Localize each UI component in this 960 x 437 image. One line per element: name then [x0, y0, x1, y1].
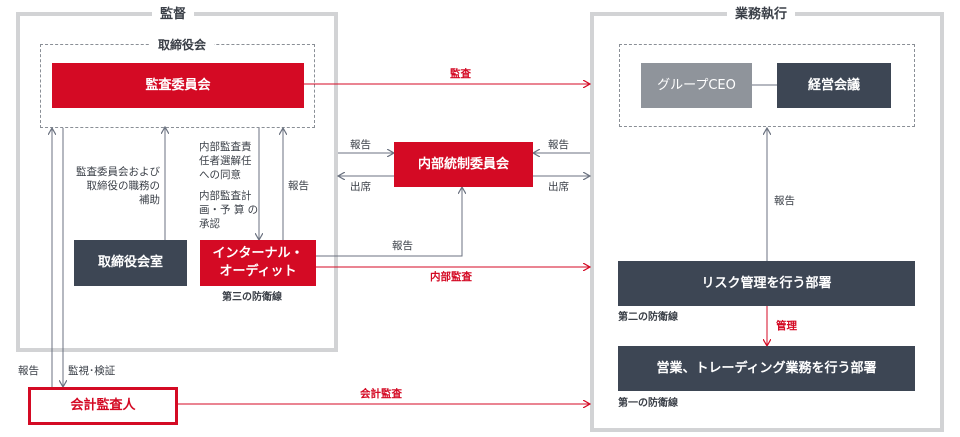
board-office-box: 取締役会室 — [74, 240, 187, 286]
internal-control-committee-box: 内部統制委員会 — [394, 142, 533, 187]
right-report-label: 報告 — [548, 139, 569, 151]
management-meeting-box: 経営会議 — [777, 63, 891, 108]
first-line-label: 第一の防衛線 — [618, 398, 678, 409]
internal-audit-flow-label: 内部監査 — [430, 271, 472, 283]
execution-title: 業務執行 — [727, 3, 796, 22]
left-report-label: 報告 — [350, 139, 371, 151]
second-line-label: 第二の防衛線 — [618, 312, 678, 323]
plan-label: 内部監査計 画・予 算 の 承認 — [199, 190, 259, 231]
consent-label: 内部監査責 任者選解任 への同意 — [199, 141, 252, 182]
accounting-auditor-box: 会計監査人 — [28, 387, 178, 425]
group-ceo-box: グループCEO — [641, 63, 752, 108]
accounting-audit-flow-label: 会計監査 — [360, 388, 402, 400]
management-label: 管理 — [776, 320, 797, 332]
supervision-title: 監督 — [152, 3, 195, 22]
right-attend-label: 出席 — [548, 181, 569, 193]
support-label: 監査委員会および 取締役の職務の 補助 — [76, 166, 160, 207]
audit-committee-box: 監査委員会 — [52, 63, 304, 108]
left-attend-label: 出席 — [350, 181, 371, 193]
ia-report-label: 報告 — [392, 240, 413, 252]
auditor-report-label: 報告 — [18, 365, 39, 377]
report-up-label: 報告 — [774, 195, 795, 207]
risk-dept-box: リスク管理を行う部署 — [618, 261, 915, 306]
internal-audit-box: インターナル・ オーディット — [200, 240, 316, 286]
third-line-label: 第三の防衛線 — [222, 292, 282, 303]
board-title: 取締役会 — [150, 36, 215, 53]
monitor-label: 監視･検証 — [68, 365, 116, 377]
executive-group — [619, 44, 915, 127]
ia-report-vertical-label: 報告 — [288, 180, 309, 192]
business-dept-box: 営業、トレーディング業務を行う部署 — [618, 346, 915, 391]
audit-flow-label: 監査 — [450, 68, 471, 80]
